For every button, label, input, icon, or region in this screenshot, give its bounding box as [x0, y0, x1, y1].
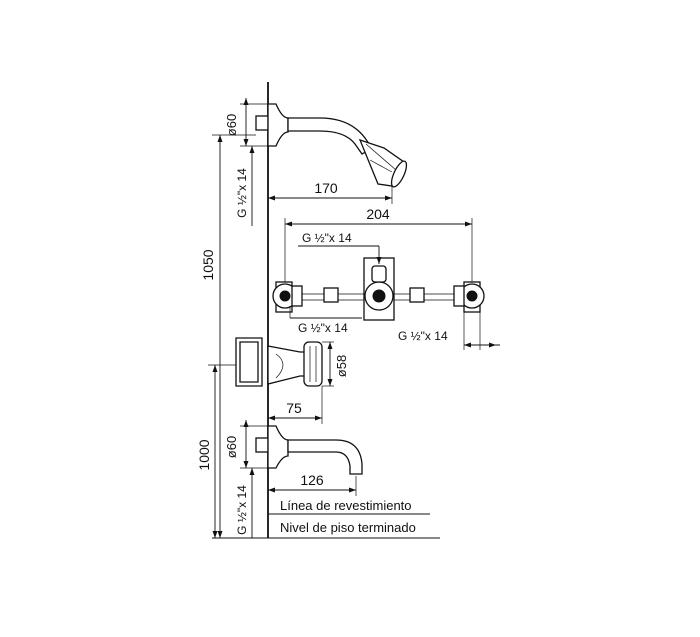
dim-upper-thread: G ½"x 14 [235, 168, 249, 218]
dim-204: 204 [366, 206, 390, 222]
dim-lower-thread: G ½"x 14 [235, 485, 249, 535]
mixer-handle [235, 337, 323, 387]
shower-arm [255, 103, 408, 188]
dim-170: 170 [314, 180, 338, 196]
bath-spout [255, 425, 363, 475]
dim-126: 126 [300, 472, 324, 488]
valve-set [272, 257, 485, 321]
dim-lower-diameter: ø60 [224, 436, 239, 458]
wall-finish-label: Línea de revestimiento [280, 498, 412, 513]
dim-handle-diameter: ø58 [334, 355, 349, 377]
dim-valve-thread-left: G ½"x 14 [298, 321, 348, 335]
dim-valve-thread-right: G ½"x 14 [398, 329, 448, 343]
dim-upper-diameter: ø60 [224, 114, 239, 136]
dim-1000: 1000 [196, 439, 212, 470]
dim-75: 75 [286, 400, 302, 416]
dim-valve-thread-top: G ½"x 14 [302, 231, 352, 245]
dim-1050: 1050 [200, 249, 216, 280]
floor-finish-label: Nivel de piso terminado [280, 520, 416, 535]
